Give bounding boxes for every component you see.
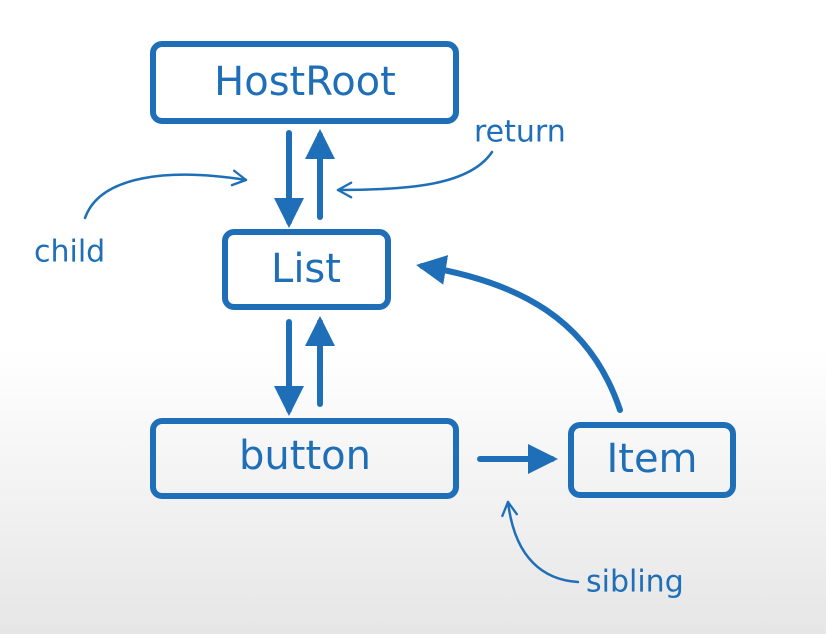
list-label: List xyxy=(271,246,341,292)
sibling-annotation: sibling xyxy=(586,565,684,600)
sibling-pointer-arrow xyxy=(501,500,580,584)
item-label: Item xyxy=(606,436,697,482)
child-annotation: child xyxy=(34,235,105,270)
list-box xyxy=(222,229,391,310)
child-pointer-arrow xyxy=(83,169,248,220)
item-box xyxy=(568,422,736,498)
return-annotation: return xyxy=(474,115,566,150)
hostroot-label: HostRoot xyxy=(214,59,396,105)
hostroot-box xyxy=(150,41,459,124)
button-label: button xyxy=(239,433,371,479)
item-to-list-return-arrow xyxy=(416,255,623,413)
return-pointer-arrow xyxy=(336,150,494,199)
button-box xyxy=(150,418,459,499)
